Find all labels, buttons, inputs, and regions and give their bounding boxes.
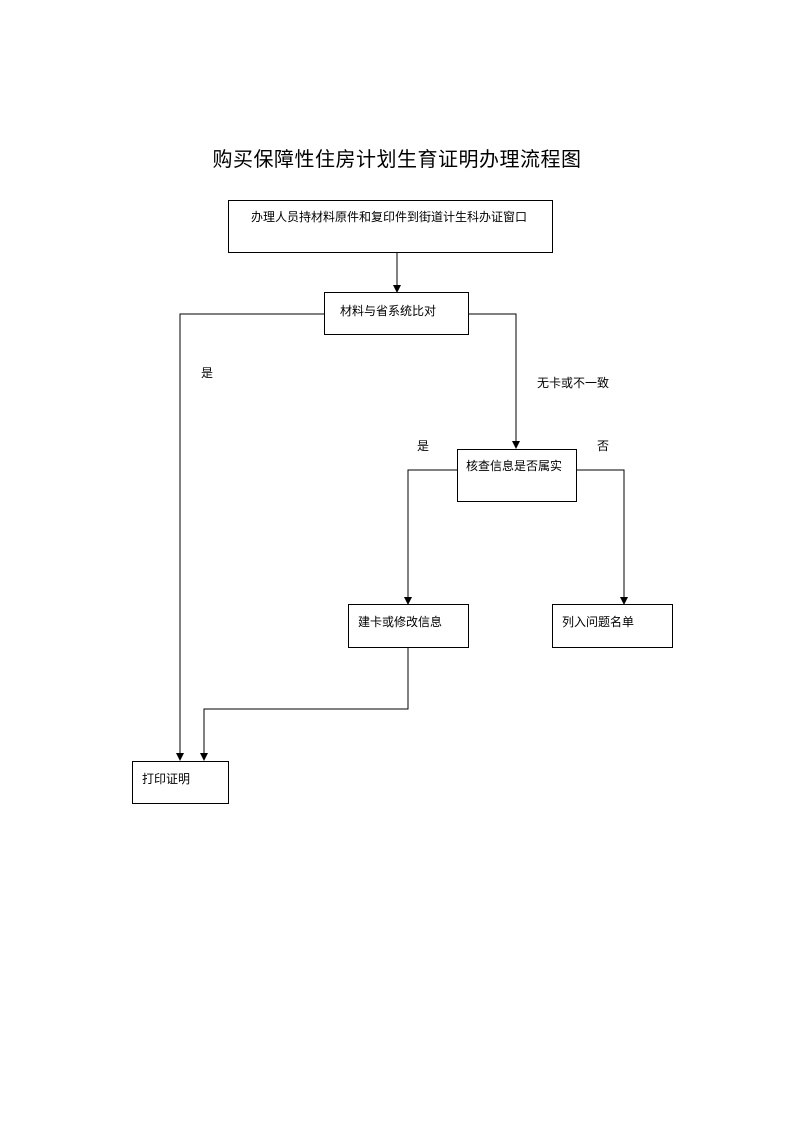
node-start: 办理人员持材料原件和复印件到街道计生科办证窗口 — [228, 200, 553, 253]
edge-verify-to-create-yes — [404, 469, 457, 605]
diagram-title: 购买保障性住房计划生育证明办理流程图 — [212, 147, 582, 171]
edge-compare-to-verify-no — [468, 313, 520, 449]
edge-compare-to-print-yes — [176, 313, 324, 761]
node-create-label: 建卡或修改信息 — [358, 615, 443, 629]
node-problem-label: 列入问题名单 — [562, 615, 635, 629]
node-compare: 材料与省系统比对 — [324, 292, 469, 335]
node-compare-label: 材料与省系统比对 — [340, 304, 437, 318]
edge-create-to-print — [200, 647, 409, 761]
edge-label-compare-no: 无卡或不一致 — [537, 376, 610, 390]
node-start-label: 办理人员持材料原件和复印件到街道计生科办证窗口 — [251, 210, 528, 224]
edge-verify-to-problem-no — [576, 469, 628, 605]
node-problem: 列入问题名单 — [552, 604, 673, 648]
node-print: 打印证明 — [132, 761, 229, 804]
node-verify-label: 核查信息是否属实 — [466, 459, 563, 473]
edge-label-verify-yes: 是 — [417, 439, 430, 453]
edge-label-compare-yes: 是 — [201, 366, 214, 380]
node-verify: 核查信息是否属实 — [457, 449, 577, 502]
node-create: 建卡或修改信息 — [348, 604, 469, 648]
edge-label-verify-no: 否 — [597, 439, 610, 453]
node-print-label: 打印证明 — [142, 772, 191, 786]
